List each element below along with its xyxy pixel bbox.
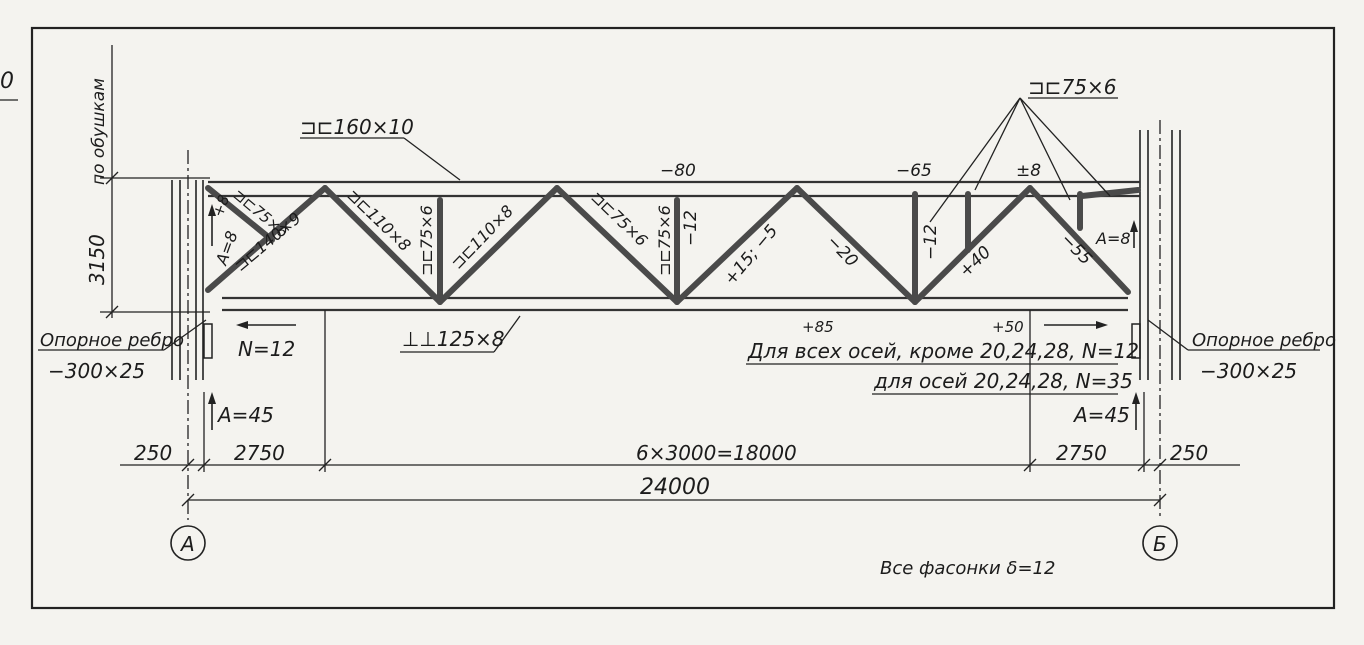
force-v-12: −12 xyxy=(681,210,701,246)
left-support-N: N=12 xyxy=(238,337,295,361)
callout-leaders xyxy=(300,97,1118,353)
force-bottom-50: +50 xyxy=(992,318,1024,336)
dim-250-right: 250 xyxy=(1170,441,1208,465)
axis-bubble-left xyxy=(170,525,206,561)
margin-text: 0 xyxy=(0,69,14,94)
note-axes-20: для осей 20,24,28, N=35 xyxy=(873,369,1133,393)
right-support-A: A=45 xyxy=(1072,403,1130,427)
right-support-label: Опорное ребро xyxy=(1192,330,1336,351)
force-v-12b: −12 xyxy=(921,224,941,260)
top-chord xyxy=(208,180,1140,198)
axis-bubble-right xyxy=(1142,525,1178,561)
left-column xyxy=(171,150,213,520)
force-top-80: −80 xyxy=(660,161,696,181)
force-d-20: −20 xyxy=(822,232,861,272)
note-gussets: Все фасонки δ=12 xyxy=(880,558,1055,579)
height-label: по обушкам xyxy=(89,78,109,185)
v1-label: ⊐⊏75×6 xyxy=(417,205,436,276)
force-d-55: −55 xyxy=(1056,230,1095,270)
left-support-label: Опорное ребро xyxy=(40,330,184,351)
dimension-lines xyxy=(120,310,1240,507)
force-bottom-85: +85 xyxy=(802,318,834,336)
right-support-plate: −300×25 xyxy=(1200,359,1297,383)
dim-mid: 6×3000=18000 xyxy=(636,441,797,465)
verticals-callout-label: ⊐⊏75×6 xyxy=(1028,75,1116,99)
v2-label: ⊐⊏75×6 xyxy=(655,205,674,276)
left-support-A: A=45 xyxy=(216,403,274,427)
arrows xyxy=(208,204,1140,430)
height-dimension: по обушкам 3150 xyxy=(85,45,210,319)
top-chord-label: ⊐⊏160×10 xyxy=(300,115,414,139)
force-right-A: A=8 xyxy=(1095,229,1131,248)
axis-right-label: Б xyxy=(1153,532,1167,556)
dim-2750-right: 2750 xyxy=(1056,441,1107,465)
right-column xyxy=(1131,120,1181,520)
truss-web xyxy=(205,185,1141,305)
force-top-8: ±8 xyxy=(1016,161,1041,181)
dim-250-left: 250 xyxy=(134,441,172,465)
axis-left-label: А xyxy=(179,532,195,556)
left-support-plate: −300×25 xyxy=(48,359,145,383)
bottom-chord-label: ⊥⊥125×8 xyxy=(402,327,505,351)
force-d-40: +40 xyxy=(956,242,996,281)
height-value: 3150 xyxy=(85,234,109,285)
dim-total: 24000 xyxy=(640,475,710,500)
drawing-frame xyxy=(30,26,1336,610)
dim-2750-left: 2750 xyxy=(234,441,285,465)
note-all-axes: Для всех осей, кроме 20,24,28, N=12 xyxy=(747,339,1139,363)
force-top-65: −65 xyxy=(896,161,932,181)
